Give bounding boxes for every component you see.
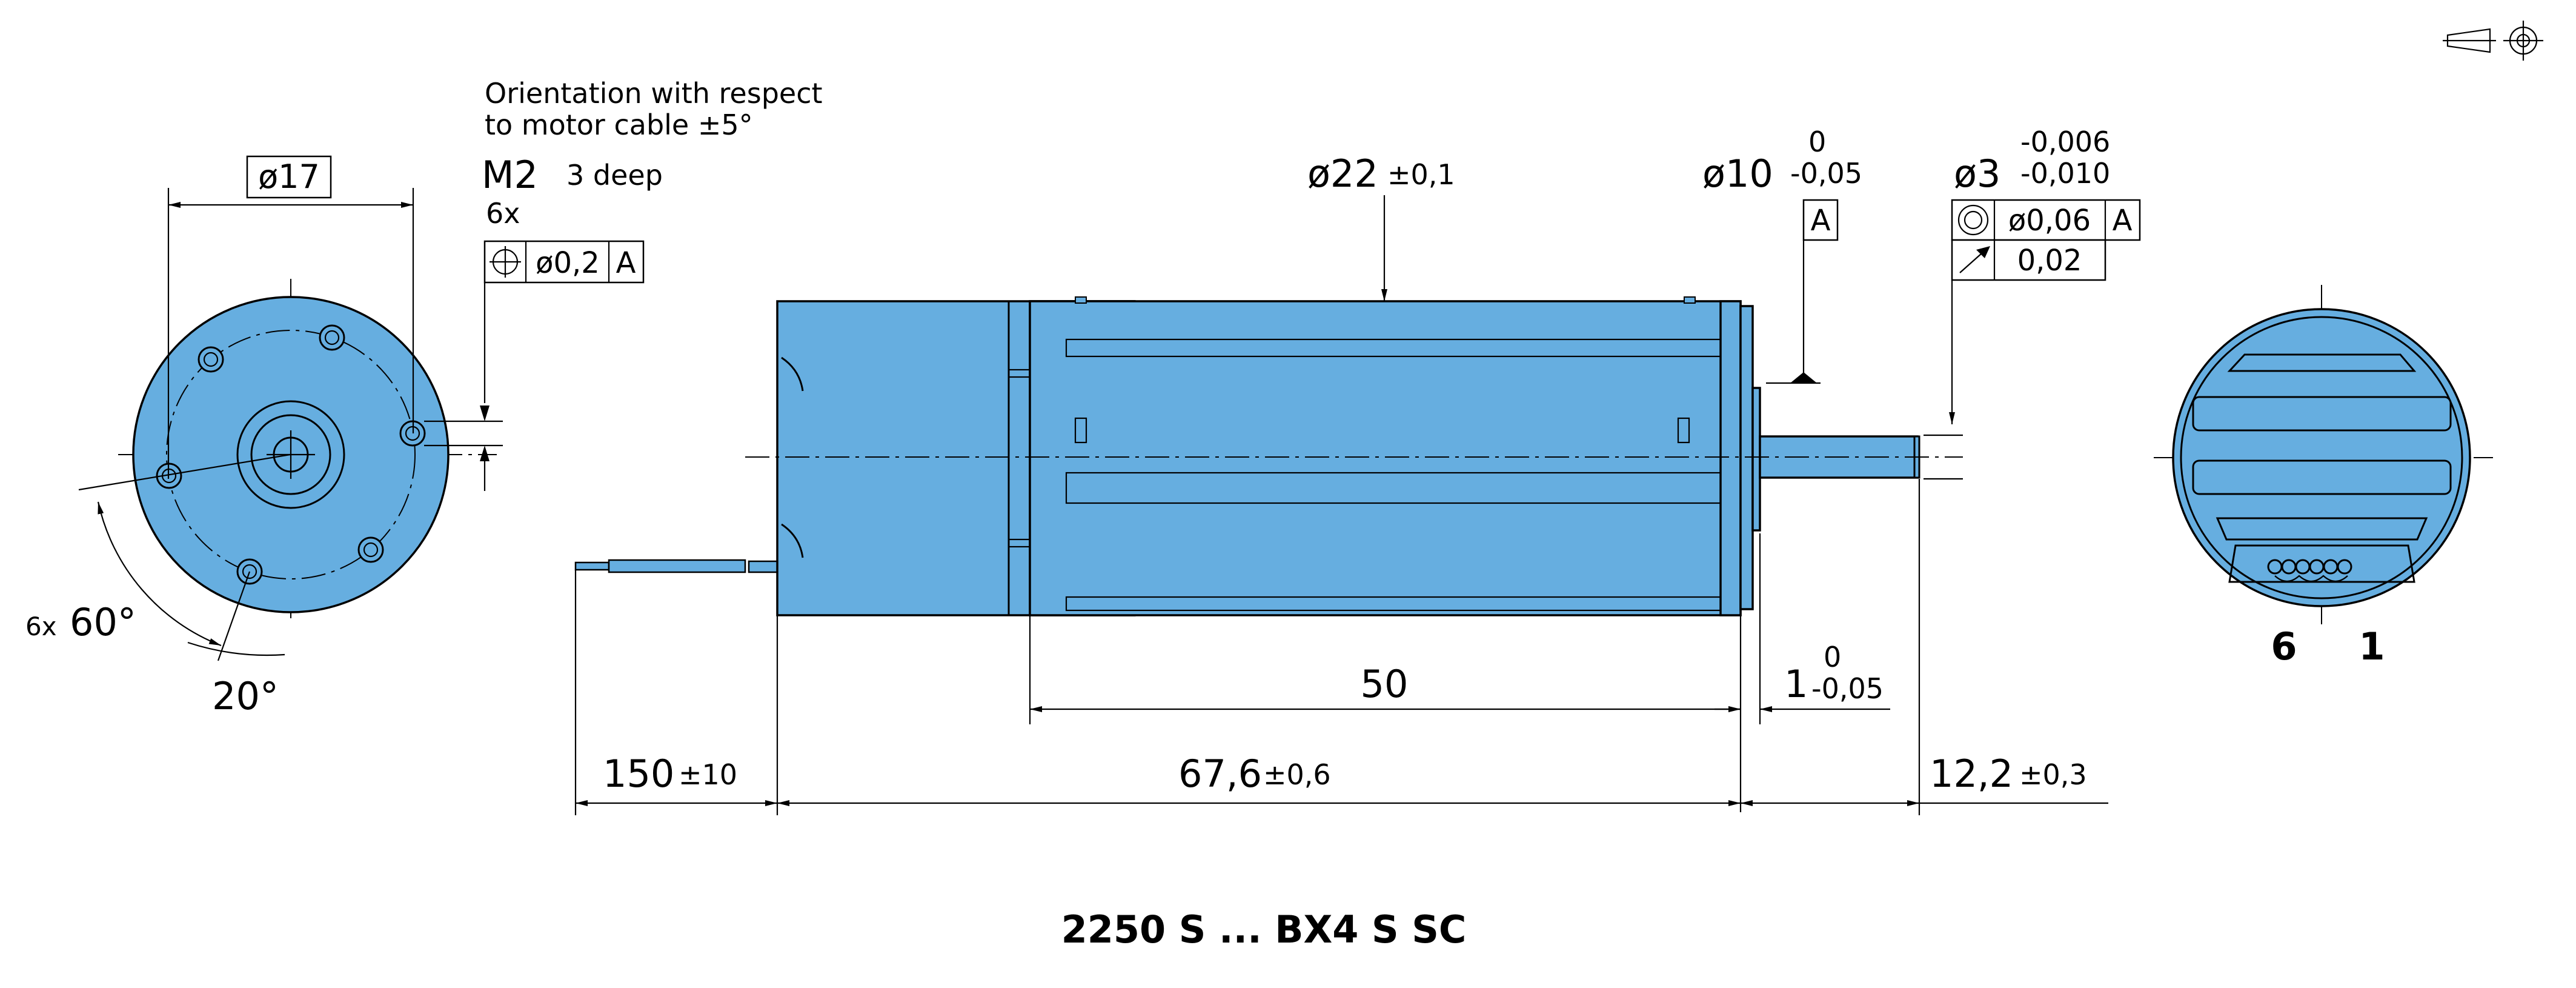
mounting-hole	[357, 536, 384, 563]
position-tolerance-frame: ø0,2 A	[483, 240, 645, 284]
pilot-flange	[1751, 387, 1761, 532]
pilot-tol-lower: -0,05	[1790, 157, 1862, 190]
bolt-circle	[166, 330, 416, 579]
concentricity-outer-icon	[1957, 204, 1989, 236]
concentricity-datum: A	[2113, 204, 2133, 238]
connector-pin	[2337, 559, 2352, 575]
dim-flange-tol-lower: -0,05	[1811, 672, 1884, 705]
cable-end	[574, 561, 610, 571]
dim-shaft: 12,2	[1930, 752, 2013, 796]
shaft-diameter-label: ø3	[1954, 152, 2000, 196]
front-diameter-label: ø17	[258, 158, 320, 196]
hole-count: 6x	[486, 197, 520, 230]
concentricity-value: ø0,06	[2008, 204, 2091, 238]
pin-label-left: 6	[2271, 624, 2297, 669]
position-tolerance-datum: A	[616, 246, 636, 280]
rear-rib	[2216, 517, 2428, 541]
dim-flange-tol-upper: 0	[1824, 641, 1841, 673]
rear-rib	[2192, 459, 2452, 495]
pilot-datum-box	[1802, 199, 1839, 241]
concentricity-inner-icon	[1964, 210, 1983, 230]
rear-rib	[2192, 396, 2452, 432]
dim-body-tol: ±0,6	[1263, 758, 1331, 791]
rear-rib	[2227, 353, 2417, 372]
pin-label-right: 1	[2359, 624, 2385, 669]
drawing-title: 2250 S ... BX4 S SC	[1061, 907, 1467, 952]
shaft-tol-lower: -0,010	[2020, 157, 2110, 190]
mounting-hole	[319, 324, 345, 351]
dim-shaft-tol: ±0,3	[2019, 758, 2087, 791]
connector-pin	[2267, 559, 2283, 575]
mounting-holes	[156, 324, 426, 585]
position-tolerance-value: ø0,2	[536, 246, 600, 280]
motor-tube	[1029, 300, 1742, 616]
orientation-note-line1: Orientation with respect	[485, 77, 823, 110]
shaft-tol-upper: -0,006	[2020, 125, 2110, 158]
angle-value: 60°	[70, 600, 136, 644]
runout-value: 0,02	[2017, 244, 2082, 278]
connector-pin	[2281, 559, 2297, 575]
thread-size: M2	[482, 153, 538, 197]
front-view: ø17 Orientation with respect to motor ca…	[25, 77, 823, 718]
dim-body-partial: 50	[1361, 662, 1409, 706]
dim-cable-tol: ±10	[679, 758, 737, 791]
thread-depth: 3 deep	[566, 159, 663, 192]
angle-prefix: 6x	[25, 612, 57, 641]
body-diameter-tol: ±0,1	[1387, 158, 1455, 191]
dim-body: 67,6	[1178, 752, 1262, 796]
rear-cover	[2172, 308, 2471, 607]
offset-angle-label: 20°	[212, 674, 279, 718]
connector-pin	[2309, 559, 2325, 575]
concentricity-frame: ø0,06 A	[1951, 199, 2141, 241]
dim-cable: 150	[603, 752, 674, 796]
connector-pins	[2267, 559, 2352, 575]
rear-view: 6 1	[2154, 285, 2493, 669]
pilot-tol-upper: 0	[1808, 125, 1826, 158]
motor-cable	[608, 559, 746, 573]
side-view: ø22 ±0,1 ø10 0 -0,05 A ø3 -0,006 -0,010 …	[574, 125, 2141, 815]
mounting-hole	[198, 346, 224, 373]
connector-pin	[2323, 559, 2339, 575]
runout-frame: 0,02	[1951, 239, 2106, 281]
pilot-datum: A	[1811, 204, 1831, 238]
connector-pin	[2295, 559, 2311, 575]
datum-triangle-icon	[1790, 372, 1817, 383]
orientation-note-line2: to motor cable ±5°	[485, 108, 753, 141]
body-diameter-label: ø22	[1307, 152, 1378, 196]
pilot-diameter-label: ø10	[1702, 152, 1773, 196]
projection-symbol-icon	[2443, 21, 2543, 61]
dim-flange: 1	[1784, 662, 1808, 706]
